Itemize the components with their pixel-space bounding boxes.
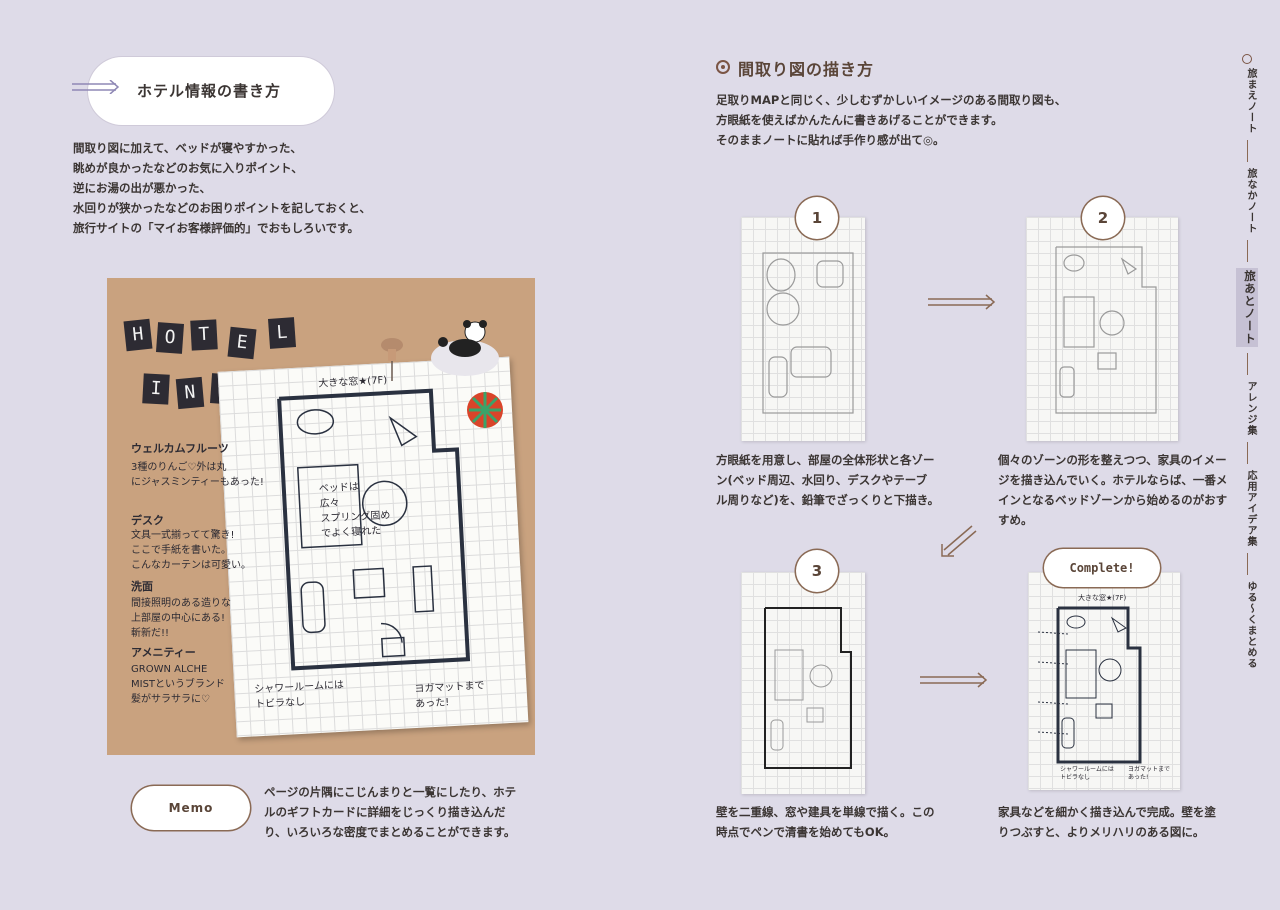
double-arrow-down-left-icon [941, 525, 977, 557]
heading-pill [88, 57, 334, 125]
letter-tile: T [190, 319, 218, 351]
double-arrow-icon [72, 80, 120, 94]
letter-tile: E [227, 326, 257, 360]
double-arrow-right-icon [920, 672, 988, 688]
letter-tile: H [123, 318, 153, 352]
step-1-text: 方眼紙を用意し、部屋の全体形状と各ゾー ン(ベッド周辺、水回り、デスクやテーブ … [716, 453, 940, 507]
letter-tile: L [267, 317, 297, 349]
complete-shower-note: シャワールームには トビラなし [1060, 766, 1114, 781]
index-divider [1246, 140, 1248, 162]
note-body: 文具一式揃ってて驚き! ここで手紙を書いた。 こんなカーテンは可愛い。 [131, 530, 251, 571]
step-2-sheet [1026, 217, 1178, 441]
memo-badge: Memo [132, 786, 250, 830]
pencil-sketch [762, 252, 854, 414]
note-body: 間接照明のある造りな 上部屋の中心にある! 斬新だ!! [131, 598, 231, 639]
chapter-tab[interactable]: アレンジ集 [1245, 381, 1256, 436]
section-intro: 足取りMAPと同じく、少しむずかしいイメージのある間取り図も、 方眼紙を使えばか… [716, 93, 1067, 147]
intro-text: 間取り図に加えて、ベッドが寝やすかった、 眺めが良かったなどのお気に入りポイント… [73, 141, 371, 235]
note-body: 3種のりんご♡外は丸 にジャスミンティーもあった! [131, 462, 264, 488]
pen-sketch [764, 607, 852, 769]
pencil-sketch [1055, 246, 1157, 414]
chapter-tab[interactable]: 旅まえノート [1245, 68, 1256, 134]
floor-plan-drawing [277, 388, 471, 671]
note-body: GROWN ALCHE MISTというブランド 髪がサラサラに♡ [131, 664, 225, 705]
chapter-index: 旅まえノート 旅なかノート 旅あとノート アレンジ集 応用アイデア集 ゆる〜くま… [1236, 50, 1258, 669]
step-number-badge: 1 [796, 197, 838, 239]
pushpin-icon [381, 338, 403, 381]
complete-badge: Complete! [1044, 549, 1160, 587]
hotel-info-photo: H O T E L I N F O 大きな窓★(7F) ベッドは 広々 スプリン… [107, 278, 535, 755]
letter-tile: N [175, 376, 205, 410]
index-marker-icon [1242, 54, 1252, 64]
note-heading: 洗面 [131, 580, 153, 593]
yoga-mat-note: ヨガマットまで あった! [414, 680, 485, 710]
note-heading: アメニティー [131, 646, 196, 659]
index-divider [1246, 240, 1248, 262]
double-arrow-right-icon [928, 294, 996, 310]
panda-sticker-icon [431, 320, 499, 376]
step-number-badge: 2 [1082, 197, 1124, 239]
note-heading: ウェルカムフルーツ [131, 442, 229, 455]
complete-window-note: 大きな窓★(7F) [1078, 594, 1127, 602]
index-divider [1246, 353, 1248, 375]
step-2-text: 個々のゾーンの形を整えつつ、家具のイメー ジを描き込んでいく。ホテルならば、一番… [998, 453, 1228, 527]
memo-text: ページの片隅にこじんまりと一覧にしたり、ホテ ルのギフトカードに詳細をじっくり描… [264, 785, 517, 839]
finished-floor-plan [1037, 606, 1142, 764]
index-divider [1246, 553, 1248, 575]
grid-paper: 大きな窓★(7F) ベッドは 広々 スプリング固め でよく寝れた シャワールーム… [217, 356, 529, 738]
chapter-tab[interactable]: ゆる〜くまとめる [1245, 581, 1256, 669]
complete-text: 家具などを細かく描き込んで完成。壁を塗 りつぶすと、よりメリハリのある図に。 [998, 805, 1216, 839]
step-3-text: 壁を二重線、窓や建具を単線で描く。この 時点でペンで清書を始めてもOK。 [716, 805, 935, 839]
index-divider [1246, 442, 1248, 464]
letter-tile: I [142, 373, 170, 405]
chapter-tab[interactable]: 応用アイデア集 [1245, 470, 1256, 547]
page-heading: ホテル情報の書き方 [137, 82, 282, 100]
section-bullet-icon [716, 60, 730, 74]
ball-sticker-icon [467, 392, 503, 428]
bed-note: ベッドは 広々 スプリング固め でよく寝れた [318, 481, 391, 540]
note-heading: デスク [131, 514, 164, 527]
shower-note: シャワールームには トビラなし [254, 679, 345, 711]
step-number-badge: 3 [796, 550, 838, 592]
chapter-tab[interactable]: 旅なかノート [1245, 168, 1256, 234]
section-title: 間取り図の描き方 [738, 60, 875, 79]
chapter-tab-active[interactable]: 旅あとノート [1236, 268, 1258, 347]
step-3-sheet [741, 572, 865, 794]
step-1-sheet [741, 217, 865, 441]
letter-tile: O [155, 322, 185, 354]
complete-sheet: 大きな窓★(7F) シャワールームには トビラなし ヨガマットまで あった! [1028, 572, 1180, 790]
complete-yoga-note: ヨガマットまで あった! [1128, 766, 1171, 781]
